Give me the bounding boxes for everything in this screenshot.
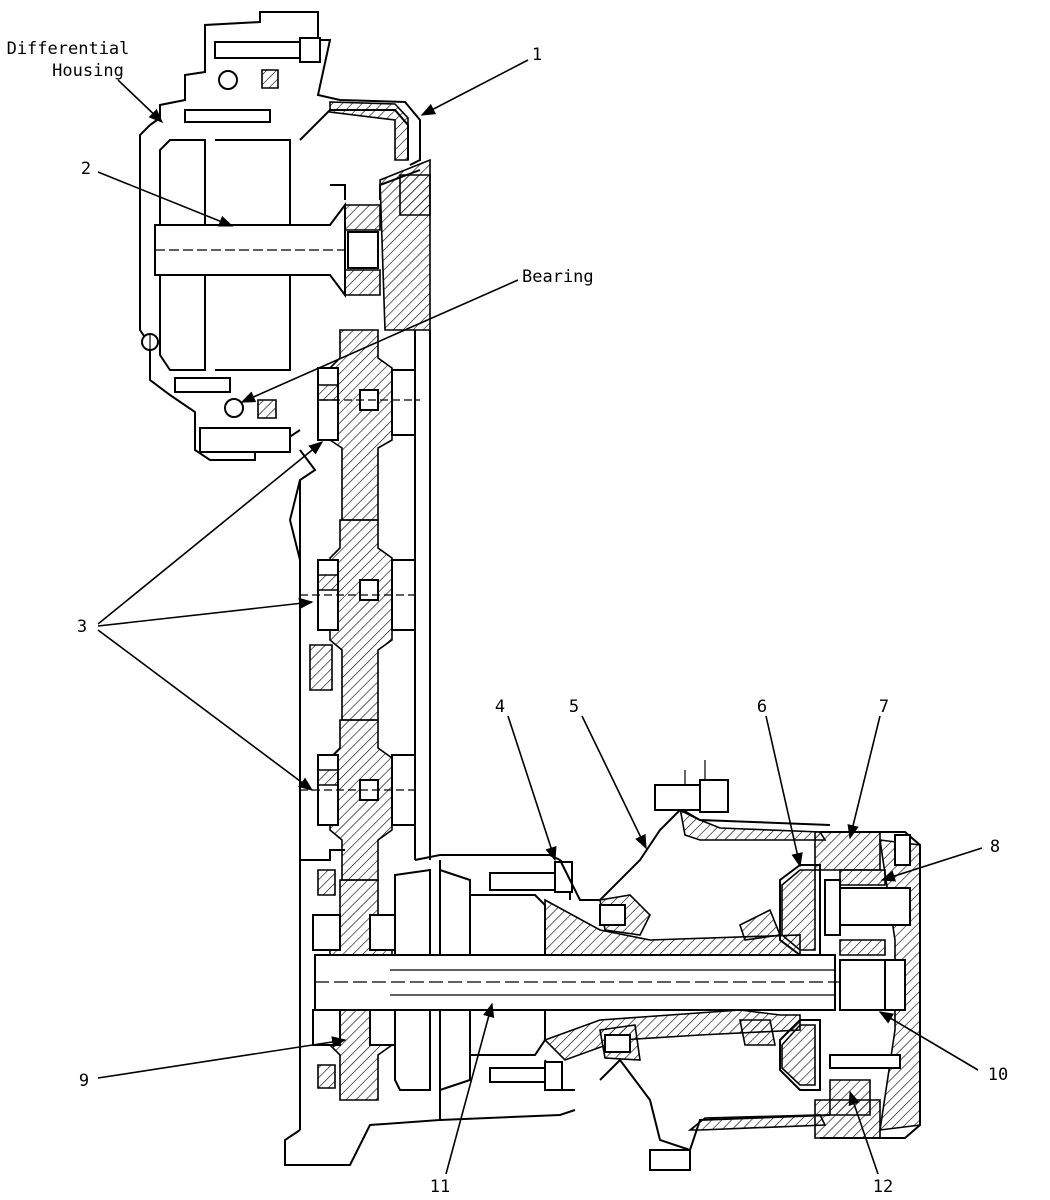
label-1: 1 [532,45,542,65]
label-6: 6 [757,697,767,717]
callout-3: 3 [77,441,324,791]
label-differential-housing: Differential Housing [7,39,164,123]
callout-2: 2 [81,159,234,227]
label-12: 12 [873,1177,893,1197]
label-8: 8 [990,837,1000,857]
label-differential-housing-line2: Housing [52,61,124,81]
shaft-2 [154,202,381,298]
differential-housing [139,11,421,461]
label-2: 2 [81,159,91,179]
label-5: 5 [569,697,579,717]
callout-5: 5 [569,697,647,850]
callout-1: 1 [420,45,542,116]
transfer-case [288,158,431,1130]
label-3: 3 [77,617,87,637]
label-9: 9 [79,1071,89,1091]
label-10: 10 [988,1065,1008,1085]
callout-6: 6 [757,697,803,868]
label-differential-housing-line1: Differential [7,39,130,59]
callout-7: 7 [847,697,889,840]
spindle-carrier [559,760,921,1171]
label-4: 4 [495,697,505,717]
callout-bearing: Bearing [240,267,594,403]
callout-8: 8 [880,837,1000,882]
label-bearing: Bearing [522,267,594,287]
callout-9: 9 [79,1036,347,1091]
callout-12: 12 [848,1090,893,1197]
callout-11: 11 [430,1002,495,1197]
callout-4: 4 [495,697,557,862]
callout-10: 10 [878,1011,1008,1085]
label-11: 11 [430,1177,450,1197]
label-7: 7 [879,697,889,717]
